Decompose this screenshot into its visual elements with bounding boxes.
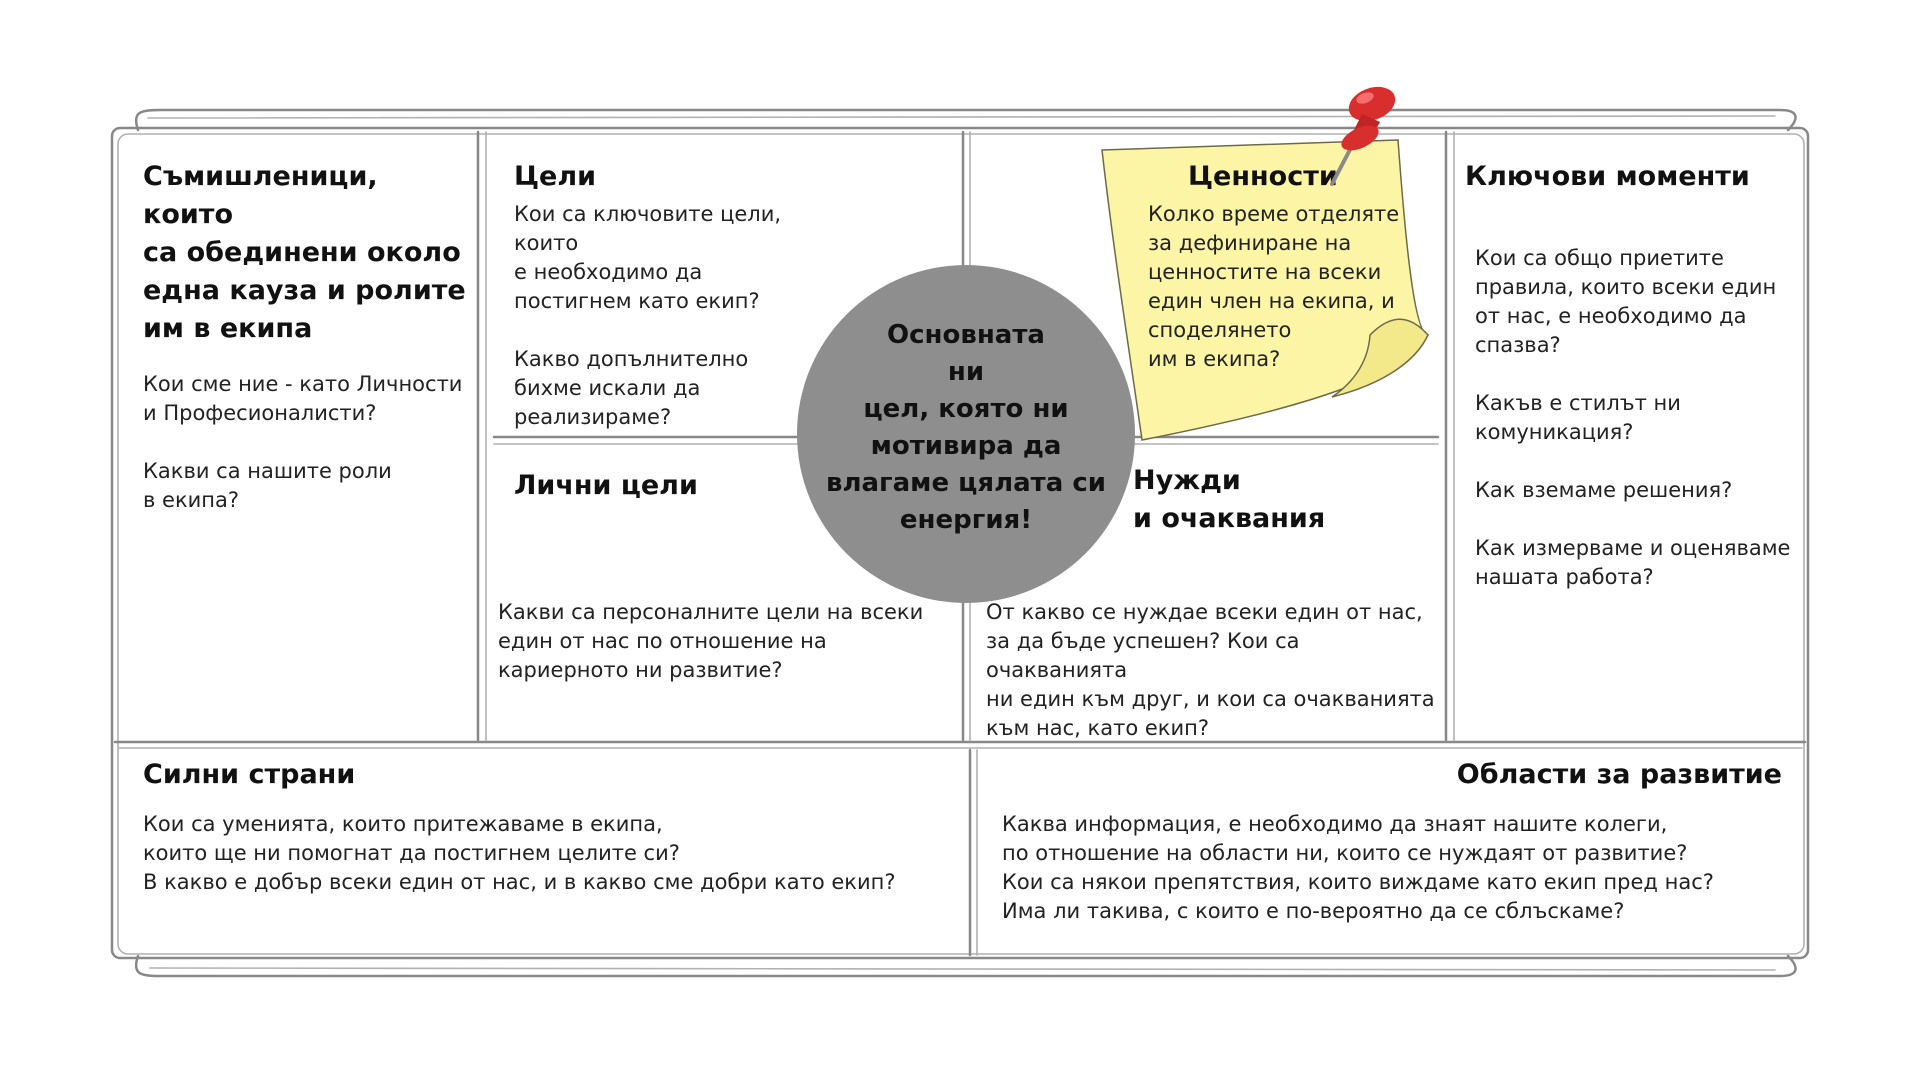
key-moments-title: Ключови моменти — [1465, 158, 1795, 196]
goals-title: Цели — [514, 158, 814, 196]
needs-title: Нужди и очаквания — [1133, 462, 1433, 538]
core-goal-circle: Основната ни цел, която ни мотивира да в… — [797, 265, 1135, 603]
strengths-body: Кои са уменията, които притежаваме в еки… — [143, 810, 943, 897]
push-pin-icon — [1310, 80, 1410, 190]
partners-title: Съмишленици, които са обединени около ед… — [143, 158, 473, 348]
personal-goals-title: Лични цели — [514, 467, 814, 505]
values-body: Колко време отделяте за дефиниране на це… — [1148, 200, 1418, 374]
strengths-title: Силни страни — [143, 756, 543, 794]
bottom-flourish-echo — [150, 968, 1775, 970]
partners-body: Кои сме ние - като Личности и Професиона… — [143, 370, 463, 515]
top-flourish-echo — [148, 116, 1775, 118]
needs-body: От какво се нуждае всеки един от нас, за… — [986, 598, 1446, 743]
development-title: Области за развитие — [1380, 756, 1782, 794]
personal-goals-body: Какви са персоналните цели на всеки един… — [498, 598, 958, 685]
key-moments-body: Кои са общо приетите правила, които всек… — [1475, 244, 1795, 592]
core-goal-text: Основната ни цел, която ни мотивира да в… — [826, 317, 1106, 539]
goals-body: Кои са ключовите цели, които е необходим… — [514, 200, 834, 432]
development-body: Каква информация, е необходимо да знаят … — [1002, 810, 1792, 926]
